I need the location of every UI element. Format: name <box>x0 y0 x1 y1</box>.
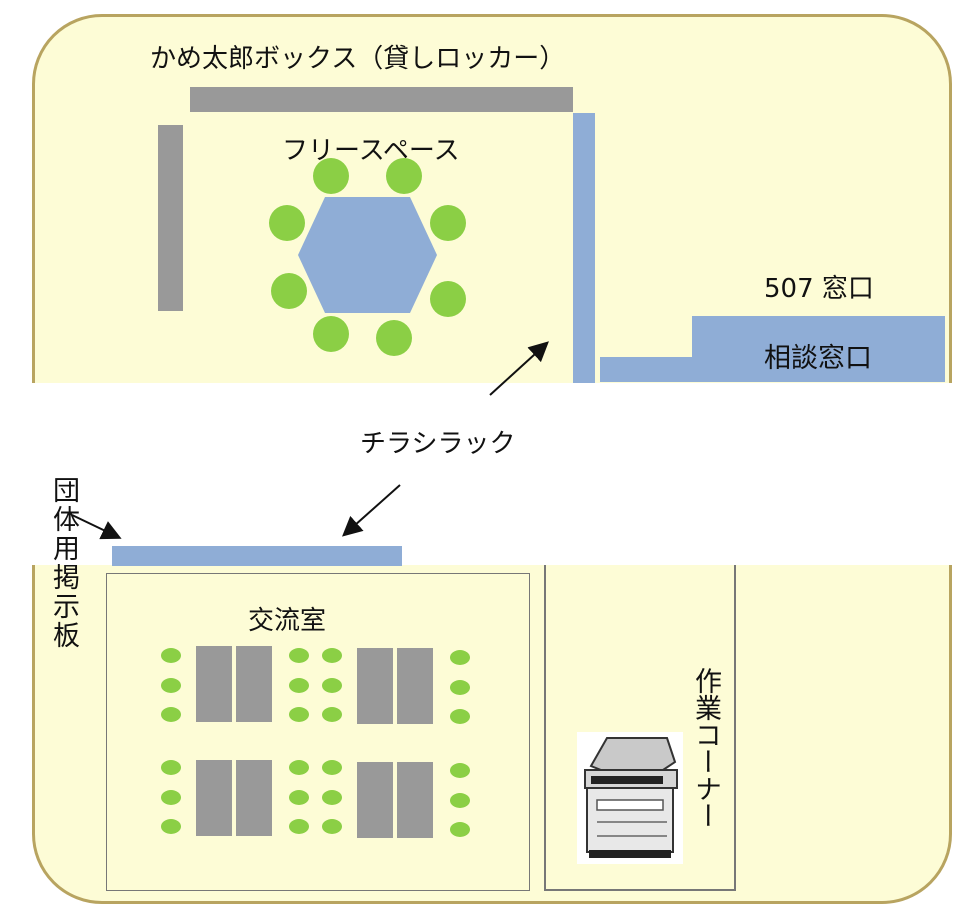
flyer-rack-label: チラシラック <box>360 429 516 459</box>
work-corner-wall-bottom <box>544 889 736 891</box>
locker-bar-left <box>158 125 183 311</box>
board-label: 団体用掲示板 <box>48 476 79 650</box>
chair <box>269 205 305 241</box>
chair <box>450 650 470 665</box>
chair <box>161 678 181 693</box>
white-band <box>0 383 961 565</box>
chair <box>289 819 309 834</box>
chair <box>322 648 342 663</box>
chair <box>289 707 309 722</box>
arrow-to-lower-rack <box>342 484 401 537</box>
arrow-to-board <box>71 514 122 540</box>
chair <box>430 281 466 317</box>
flyer-rack-lower <box>112 546 402 566</box>
table <box>236 646 272 722</box>
chair <box>376 320 412 356</box>
room-507-label: 507 窓口 <box>764 274 874 304</box>
chair <box>271 273 307 309</box>
free-space-label: フリースペース <box>282 136 460 166</box>
chair <box>289 790 309 805</box>
table <box>236 760 272 836</box>
table <box>397 648 433 724</box>
chair <box>322 790 342 805</box>
arrow-to-upper-rack <box>489 341 549 396</box>
chair <box>450 709 470 724</box>
chair <box>289 648 309 663</box>
table <box>196 646 232 722</box>
chair <box>386 158 422 194</box>
exchange-room-label: 交流室 <box>248 606 327 636</box>
locker-label: かめ太郎ボックス（貸しロッカー） <box>150 44 566 74</box>
table <box>397 762 433 838</box>
chair <box>322 819 342 834</box>
chair <box>450 763 470 778</box>
chair <box>161 760 181 775</box>
chair <box>289 678 309 693</box>
counter-segment <box>600 357 692 382</box>
consult-desk-label: 相談窓口 <box>764 343 872 374</box>
chair <box>289 760 309 775</box>
exchange-room <box>106 573 530 891</box>
chair <box>450 822 470 837</box>
work-corner-wall-right <box>734 565 736 890</box>
chair <box>450 793 470 808</box>
multifunction-printer-icon <box>577 732 683 864</box>
table <box>357 648 393 724</box>
chair <box>450 680 470 695</box>
chair <box>161 648 181 663</box>
chair <box>313 316 349 352</box>
chair <box>161 707 181 722</box>
chair <box>313 158 349 194</box>
chair <box>430 205 466 241</box>
hexagon-table <box>298 197 437 313</box>
work-corner-label: 作業コーナー <box>690 667 721 829</box>
chair <box>161 790 181 805</box>
work-corner-wall-left <box>544 565 546 890</box>
table <box>196 760 232 836</box>
locker-bar-top <box>190 87 573 112</box>
chair <box>322 760 342 775</box>
flyer-rack-upper <box>573 113 595 383</box>
chair <box>322 707 342 722</box>
chair <box>161 819 181 834</box>
consult-desk <box>692 316 945 382</box>
chair <box>322 678 342 693</box>
table <box>357 762 393 838</box>
